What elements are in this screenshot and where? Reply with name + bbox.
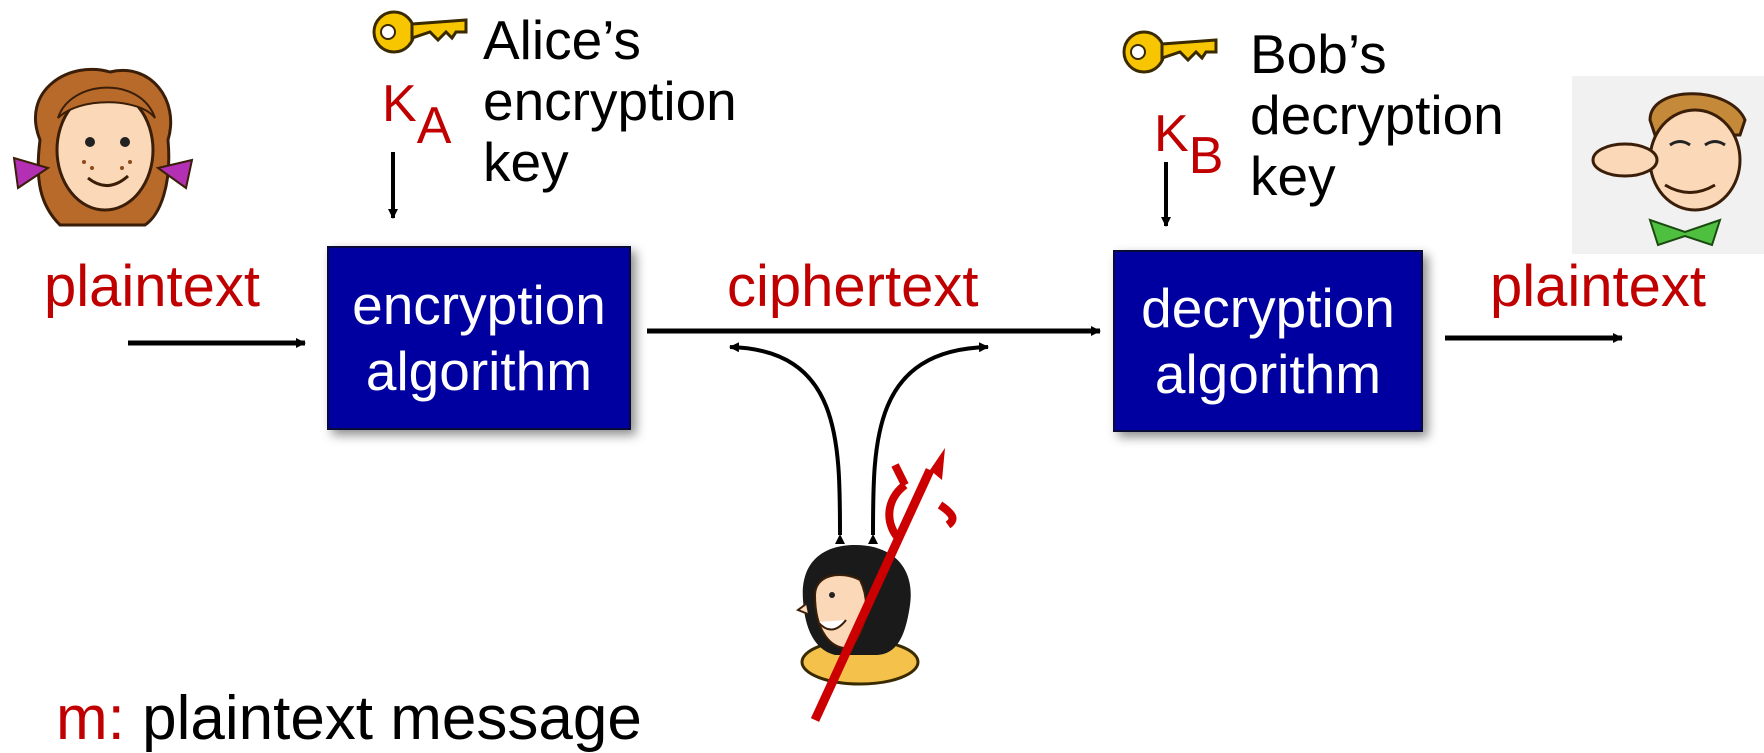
trudy-avatar — [795, 545, 920, 686]
diagram-canvas — [12, 10, 1764, 722]
trident-icon — [810, 448, 957, 722]
alice-key-caption: Alice’s encryption key — [483, 9, 737, 193]
alice-avatar — [12, 67, 194, 227]
decryption-algorithm-line2: algorithm — [1154, 343, 1382, 405]
footnote: m: plaintext message — [56, 688, 642, 750]
decryption-algorithm-line1: decryption — [1141, 277, 1395, 339]
key-icon — [372, 10, 468, 54]
footnote-term: m: — [56, 684, 125, 753]
decryption-algorithm-box: decryption algorithm — [1113, 250, 1423, 432]
intercept-arrow-right — [867, 342, 989, 545]
key-icon — [1122, 30, 1218, 74]
plaintext-label-right: plaintext — [1490, 254, 1707, 319]
alice-key-symbol: KA — [382, 75, 452, 155]
encryption-algorithm-line1: encryption — [352, 274, 606, 336]
intercept-arrow-left — [729, 342, 846, 545]
bob-avatar — [1572, 76, 1764, 254]
bob-key-symbol: KB — [1154, 105, 1224, 185]
encryption-algorithm-line2: algorithm — [365, 340, 593, 402]
ciphertext-label: ciphertext — [727, 254, 979, 319]
plaintext-label-left: plaintext — [44, 254, 261, 319]
footnote-text: plaintext message — [142, 684, 642, 753]
encryption-algorithm-box: encryption algorithm — [327, 246, 631, 430]
bob-key-caption: Bob’s decryption key — [1250, 23, 1504, 207]
